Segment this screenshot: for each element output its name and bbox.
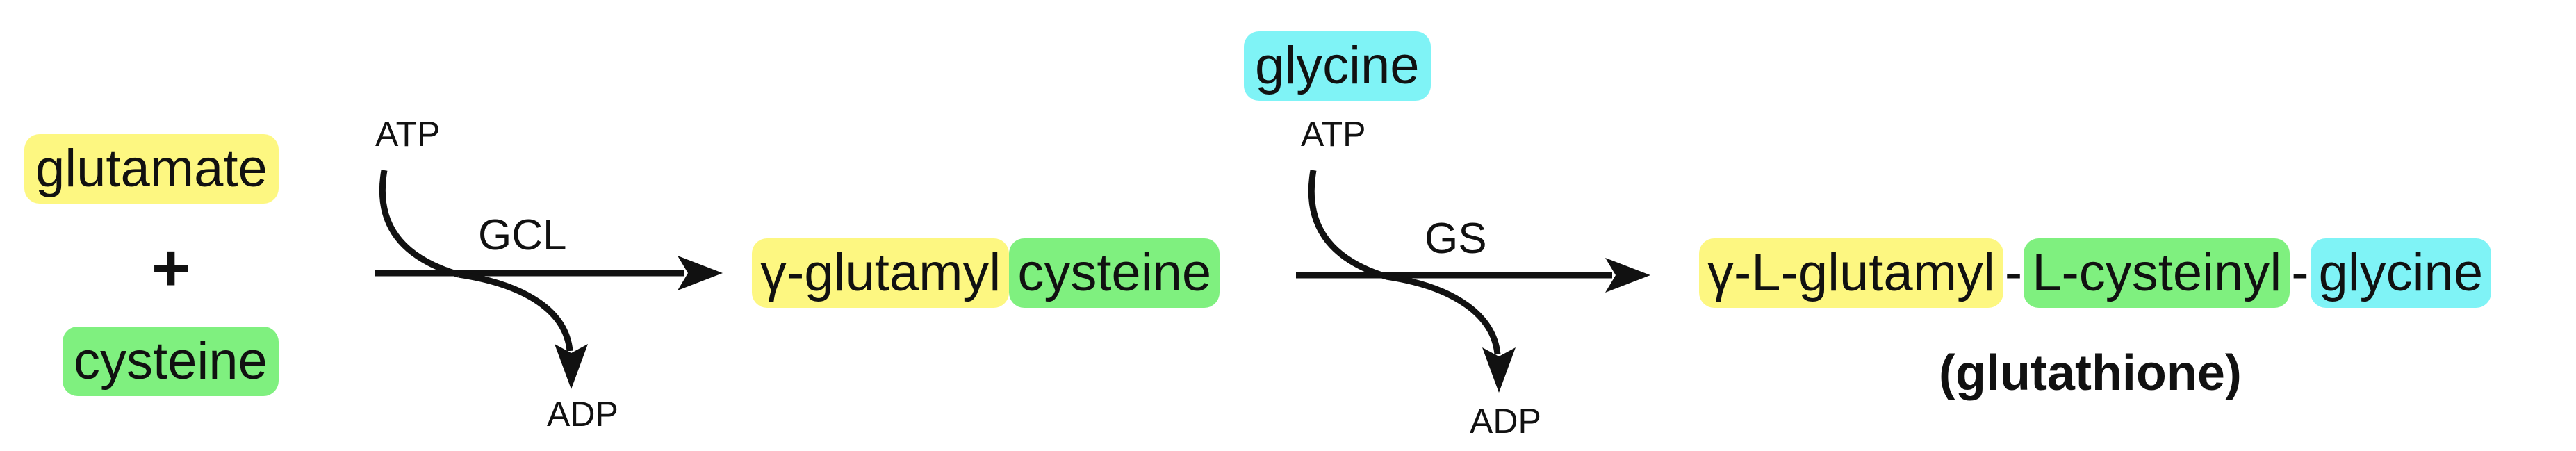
product-cysteinyl-segment: L-cysteinyl: [2024, 238, 2290, 308]
intermediate-glutamyl-segment: γ-glutamyl: [752, 238, 1010, 308]
product-separator-1: -: [2004, 243, 2023, 302]
adp-label-2: ADP: [1470, 402, 1541, 441]
product-name-glutathione: (glutathione): [1939, 345, 2242, 401]
atp-input-curve-1: [379, 170, 460, 278]
reaction-arrow-gs: [1296, 258, 1650, 293]
product-glycine-segment: glycine: [2310, 238, 2492, 308]
reaction-arrow-gcl: [375, 256, 723, 290]
product-glutathione-formula: γ-L-glutamyl - L-cysteinyl - glycine: [1699, 238, 2492, 308]
atp-label-1: ATP: [375, 115, 441, 154]
atp-label-2: ATP: [1301, 115, 1366, 154]
cysteine-label: cysteine: [63, 327, 279, 396]
adp-output-arrow-1: [458, 271, 588, 389]
atp-input-curve-2: [1308, 170, 1388, 280]
intermediate-gamma-glutamylcysteine: γ-glutamyl cysteine: [752, 238, 1220, 308]
plus-sign: +: [151, 231, 191, 305]
product-glutamyl-segment: γ-L-glutamyl: [1699, 238, 2003, 308]
adp-label-1: ADP: [547, 395, 618, 434]
product-separator-2: -: [2291, 243, 2309, 302]
enzyme-gs-label: GS: [1425, 215, 1487, 263]
enzyme-gcl-label: GCL: [478, 211, 567, 259]
adp-output-arrow-2: [1386, 273, 1516, 393]
intermediate-cysteine-segment: cysteine: [1009, 238, 1220, 308]
glutamate-label: glutamate: [24, 134, 279, 204]
glycine-label: glycine: [1244, 31, 1431, 101]
